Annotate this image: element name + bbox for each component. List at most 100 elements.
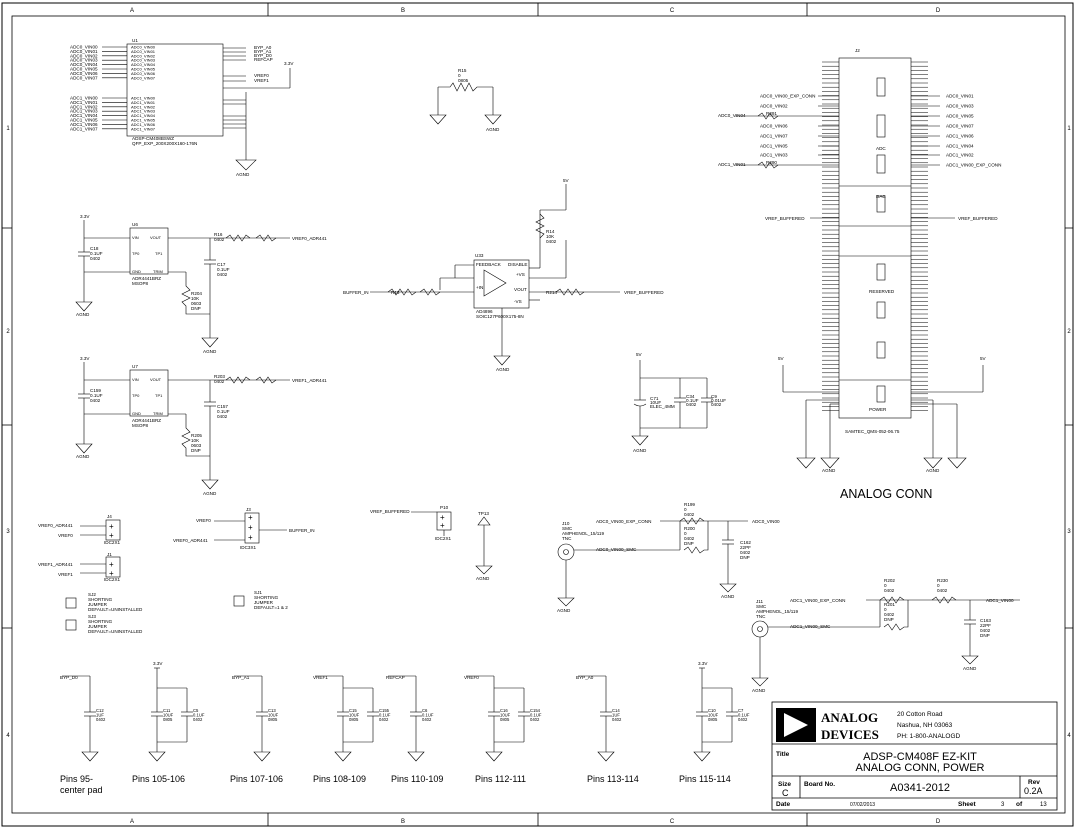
bypass-net-2: BYP_A1 — [232, 675, 250, 680]
conn-left-net-6: ADC1_VIN03 — [760, 153, 788, 158]
zone-col-d: D — [936, 8, 941, 14]
u7-c-out-pkg: 0402 — [217, 414, 228, 419]
zone-row-1-right: 1 — [1067, 126, 1071, 132]
bypass-cap-val-0-0: 1UF — [96, 713, 104, 718]
svg-text:0402: 0402 — [884, 612, 895, 617]
svg-text:VREF0_ADR441: VREF0_ADR441 — [173, 538, 208, 543]
bypass-cap-val-7-1: 0.1UF — [738, 713, 750, 718]
svg-text:AGND: AGND — [926, 468, 940, 473]
svg-text:R199: R199 — [684, 502, 695, 507]
svg-text:AD4896: AD4896 — [476, 309, 493, 314]
u6-vin-pin: VIN — [132, 235, 139, 240]
bypass-cap-pkg-1-0: 0805 — [163, 717, 173, 722]
5v-caps-labels: 5V C71 10UF ELEC_4MM C34 0.1UF 0402 C9 0… — [633, 352, 726, 453]
border-zone-dividers — [2, 3, 1073, 826]
u6-gnd-label: AGND — [76, 312, 90, 317]
u1-net-adc1-1: ADC1_VIN01 — [70, 100, 98, 105]
u1-pin-adc0-4: ADC0_VIN04 — [131, 62, 156, 67]
bypass-cap-ref-4-0: C6 — [422, 708, 428, 713]
bypass-cap-val-1-0: 10UF — [163, 713, 174, 718]
svg-text:SMC: SMC — [756, 604, 767, 609]
svg-text:+: + — [248, 513, 253, 522]
bypass-cap-pkg-4-0: 0402 — [422, 717, 432, 722]
company-address-1: 20 Cotton Road — [897, 711, 943, 718]
svg-text:AGND: AGND — [496, 367, 510, 372]
bypass-cap-val-1-1: 0.1UF — [193, 713, 205, 718]
u1-net-adc0-0: ADC0_VIN00 — [70, 45, 98, 50]
bypass-cap-ref-7-0: C10 — [708, 708, 716, 713]
u1-net-adc1-5: ADC1_VIN05 — [70, 118, 98, 123]
connector-power-wiring — [735, 112, 984, 469]
u1-pin-adc1-7: ADC1_VIN07 — [131, 126, 156, 131]
u1-ref: U1 — [132, 38, 138, 43]
u1-net-adc1-6: ADC1_VIN06 — [70, 122, 98, 127]
u7-r-trim-val: 10K — [191, 438, 200, 443]
company-phone: PH: 1-800-ANALOGD — [897, 733, 961, 740]
svg-text:ADC1_VIN00_EXP_CONN: ADC1_VIN00_EXP_CONN — [790, 598, 845, 603]
svg-text:0805: 0805 — [458, 78, 469, 83]
date-label: Date — [776, 801, 790, 808]
u1-pin-adc1-1: ADC1_VIN01 — [131, 100, 156, 105]
svg-text:AGND: AGND — [557, 608, 571, 613]
u1-net-adc0-5: ADC0_VIN05 — [70, 67, 98, 72]
svg-text:AGND: AGND — [486, 127, 500, 132]
svg-text:0402: 0402 — [711, 402, 722, 407]
svg-text:0: 0 — [684, 531, 687, 536]
zone-row-4-right: 4 — [1067, 733, 1071, 739]
svg-text:VOUT: VOUT — [514, 287, 527, 292]
bypass-cap-ref-3-1: C155 — [379, 708, 390, 713]
svg-text:+: + — [440, 513, 445, 522]
u7-c-out-val: 0.1UF — [217, 409, 230, 414]
u6-r-trim-dnp: DNP — [191, 306, 201, 311]
svg-text:SMC: SMC — [562, 526, 573, 531]
u1-net-adc0-6: ADC0_VIN06 — [70, 71, 98, 76]
svg-text:+: + — [109, 560, 114, 569]
u6-c-in-pkg: 0402 — [90, 256, 101, 261]
bypass-cap-ref-1-1: C5 — [193, 708, 199, 713]
svg-text:+: + — [440, 521, 445, 530]
conn-right-net-1: ADC0_VIN03 — [946, 104, 974, 109]
svg-text:VREF1_ADR441: VREF1_ADR441 — [38, 562, 73, 567]
zone-row-3-right: 3 — [1067, 529, 1071, 535]
svg-text:R201: R201 — [884, 602, 895, 607]
svg-text:TP13: TP13 — [478, 511, 489, 516]
u7-package: MSOP8 — [132, 423, 149, 428]
u1-pin-adc1-0: ADC1_VIN00 — [131, 96, 156, 101]
u7-c-in-ref: C159 — [90, 388, 101, 393]
svg-text:22PF: 22PF — [740, 545, 751, 550]
u1-net-refcap: REFCAP — [254, 57, 273, 62]
u33-net-buffer-in: BUFFER_IN — [343, 290, 369, 295]
conn-right-net-5: ADC1_VIN04 — [946, 144, 974, 149]
smc-labels: J10 SMC AMPHENOL_15/119 TNC ADC0_VIN00_E… — [557, 502, 1014, 693]
svg-text:0: 0 — [884, 607, 887, 612]
svg-text:ADC0_VIN00_SMC: ADC0_VIN00_SMC — [596, 547, 637, 552]
zone-row-2: 2 — [6, 329, 10, 335]
zone-col-c-bottom: C — [670, 819, 675, 825]
svg-text:TNC: TNC — [562, 536, 572, 541]
svg-text:0402: 0402 — [686, 402, 697, 407]
u1-pin-adc0-0: ADC0_VIN00 — [131, 45, 156, 50]
bypass-net-6: BYP_A0 — [576, 675, 594, 680]
svg-text:+VS: +VS — [516, 272, 525, 277]
u1-net-adc0-2: ADC0_VIN02 — [70, 53, 98, 58]
conn-vref-left: VREF_BUFFERED — [765, 216, 805, 221]
u1-gnd-label: AGND — [236, 172, 250, 177]
bypass-pins-label-1: Pins 105-106 — [132, 774, 185, 784]
svg-text:ADC0_VIN00_EXP_CONN: ADC0_VIN00_EXP_CONN — [596, 519, 651, 524]
bypass-cap-pkg-6-0: 0402 — [612, 717, 622, 722]
zone-col-b: B — [401, 8, 405, 14]
u1-pin-adc1-6: ADC1_VIN06 — [131, 122, 156, 127]
title-block-frame — [771, 701, 1058, 811]
bypass-cap-ref-1-0: C11 — [163, 708, 171, 713]
svg-text:J4: J4 — [107, 514, 112, 519]
u1-net-adc0-1: ADC0_VIN01 — [70, 49, 98, 54]
conn-right-net-6: ADC1_VIN02 — [946, 153, 974, 158]
svg-text:SJ3: SJ3 — [88, 614, 96, 619]
u1-net-byp-a1: BYP_A1 — [254, 49, 272, 54]
u1-net-adc1-7: ADC1_VIN07 — [70, 126, 98, 131]
svg-text:10K: 10K — [546, 234, 555, 239]
u1-pin-adc0-6: ADC0_VIN06 — [131, 71, 156, 76]
